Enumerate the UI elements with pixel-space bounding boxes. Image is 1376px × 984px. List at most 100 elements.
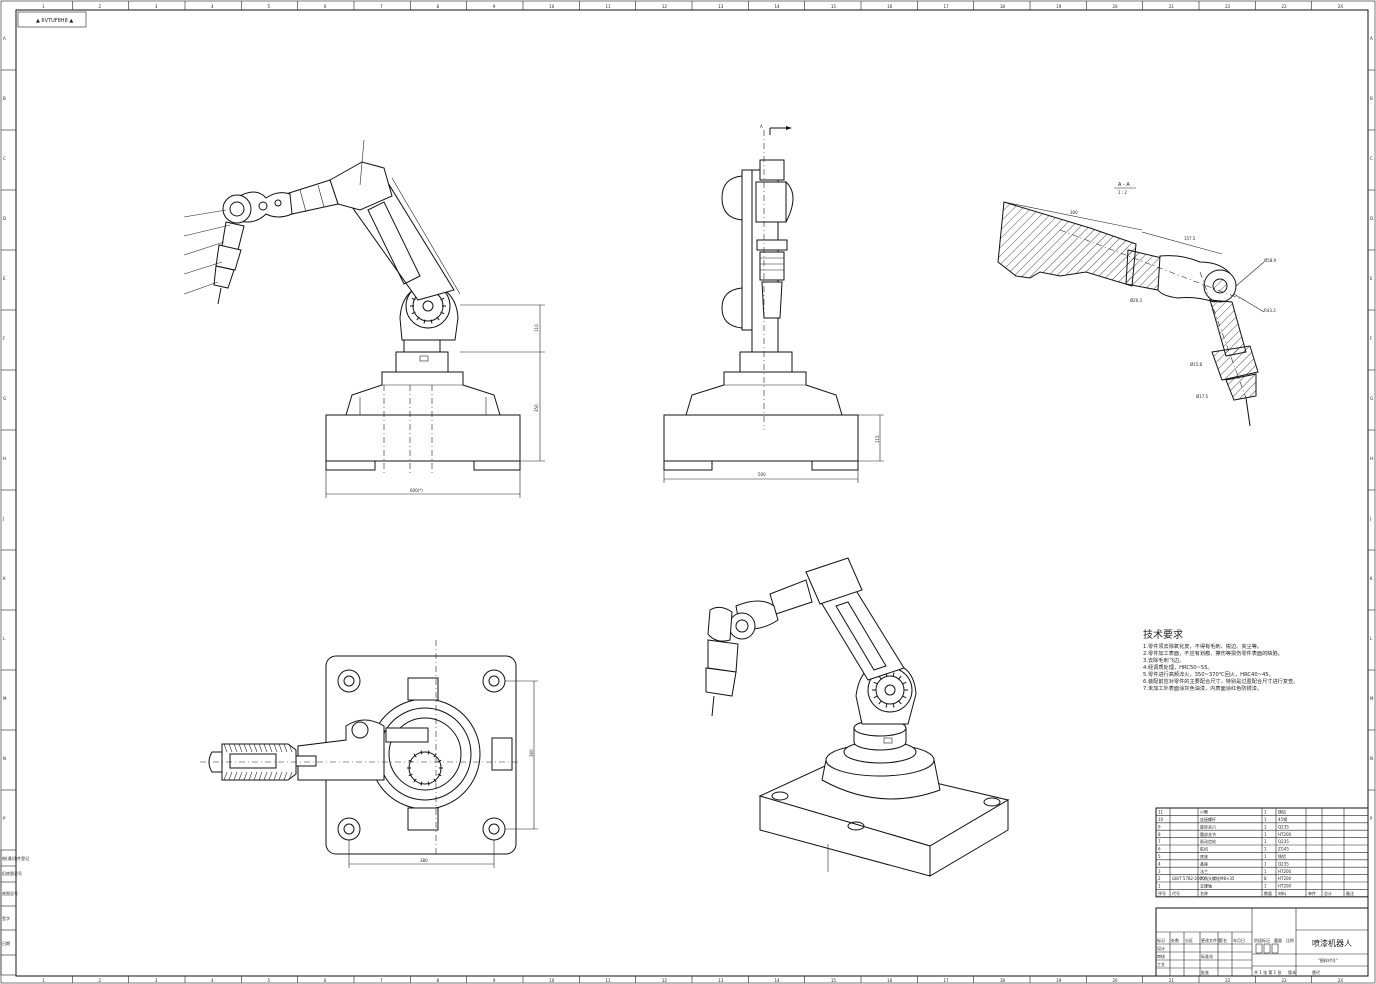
- row-letter-right: J: [1369, 516, 1371, 521]
- isometric-view: [705, 557, 1010, 877]
- bom-header-cell: 数量: [1264, 890, 1272, 896]
- corner-tag-text: ▲ 6VTUF8H8 ▲: [36, 18, 73, 24]
- front-view: 600(*) 350 110: [183, 139, 545, 498]
- bom-cell: 法兰: [1200, 868, 1208, 874]
- row-letter-right: P: [1370, 816, 1373, 821]
- view-mark-a: A: [760, 124, 763, 129]
- row-letter-left: H: [3, 456, 6, 461]
- bom-cell: 8: [1158, 832, 1161, 837]
- row-letter-right: K: [1370, 576, 1373, 581]
- bom-header-cell: 备注: [1346, 890, 1354, 896]
- tb-stage: 阶段标记: [1254, 937, 1270, 943]
- notes-line-5: 5.零件进行高频淬火，350~370℃回火，HRC40~45。: [1143, 670, 1274, 678]
- bom-cell: 1: [1264, 824, 1267, 829]
- row-letter-left: L: [3, 636, 6, 641]
- bom-header-cell: 总计: [1324, 890, 1332, 896]
- col-number-top: 23: [1282, 4, 1288, 9]
- notes-line-2: 2.零件加工表面，不应有划痕、擦伤等损伤零件表面的缺陷。: [1143, 649, 1283, 657]
- col-number-top: 10: [549, 4, 555, 9]
- bom-cell: 1: [1264, 854, 1267, 859]
- bom-cell: Q235: [1278, 861, 1289, 866]
- row-letter-left: K: [3, 576, 6, 581]
- bom-cell: 1: [1264, 869, 1267, 874]
- strip-label-4: 签字: [2, 915, 10, 921]
- title-block: 标记 处数 分区 更改文件号 签名 年月日 设计 审核 工艺 标准化 批准 阶段…: [1155, 907, 1369, 977]
- row-letter-right: D: [1370, 216, 1373, 221]
- dim-dia5: R43.3: [1264, 308, 1276, 313]
- bom-cell: 1: [1264, 861, 1267, 866]
- tb-role-approve: 批准: [1201, 969, 1209, 975]
- row-letter-right: F: [1370, 336, 1373, 341]
- notes-line-4: 4.经调质处理，HRC50~55。: [1143, 663, 1213, 671]
- bom-cell: 1: [1264, 847, 1267, 852]
- col-number-top: 17: [944, 4, 950, 9]
- technical-requirements: 技术要求 1.零件须去除氧化皮，不得有毛刺、锐边、夹尘等。 2.零件加工表面，不…: [1143, 628, 1298, 692]
- col-number-top: 24: [1338, 4, 1344, 9]
- row-letter-left: J: [2, 516, 4, 521]
- tb-role-standard: 标准化: [1201, 953, 1213, 959]
- col-number-top: 21: [1169, 4, 1175, 9]
- bom-cell: 驱动齿轮: [1200, 838, 1216, 844]
- row-letter-left: D: [3, 216, 6, 221]
- notes-line-6: 6.装配前应对零件的主要配合尺寸，特别是过盈配合尺寸进行复查。: [1143, 677, 1298, 685]
- col-number-bottom: 24: [1338, 978, 1344, 983]
- col-number-bottom: 15: [831, 978, 837, 983]
- col-number-top: 16: [887, 4, 893, 9]
- row-letter-right: L: [1370, 636, 1373, 641]
- bom-cell: 7: [1158, 839, 1161, 844]
- col-number-bottom: 6: [324, 978, 327, 983]
- bom-header-cell: 名称: [1200, 890, 1208, 896]
- col-number-bottom: 8: [437, 978, 440, 983]
- bom-header-cell: 序号: [1158, 890, 1166, 896]
- bom-cell: HT200: [1278, 832, 1292, 837]
- bom-header-cell: 单件: [1308, 890, 1316, 896]
- bom-header-cell: 代号: [1172, 890, 1180, 896]
- dim-side-width: 500: [758, 472, 766, 477]
- dim-section-len1: 300: [1070, 210, 1078, 215]
- col-number-top: 1: [42, 4, 45, 9]
- bom-cell: 1: [1264, 884, 1267, 889]
- col-number-bottom: 13: [718, 978, 724, 983]
- col-number-bottom: 1: [42, 978, 45, 983]
- left-signature-strip: 借(通)用件登记 旧底图总号 底图总号 签字 日期: [0, 849, 29, 976]
- col-number-bottom: 3: [155, 978, 158, 983]
- tb-version: 版本: [1288, 969, 1296, 975]
- bom-cell: 5: [1158, 854, 1161, 859]
- col-number-bottom: 23: [1282, 978, 1288, 983]
- column-zone-ticks: 1122334455667788991010111112121313141415…: [42, 1, 1343, 983]
- bom-cell: 小臂: [1200, 809, 1208, 815]
- bom-cell: Q235: [1278, 839, 1289, 844]
- tb-role-design: 设计: [1157, 945, 1165, 951]
- col-number-bottom: 7: [380, 978, 383, 983]
- dim-dia4: Ø17.5: [1196, 394, 1209, 399]
- bom-cell: 底座: [1200, 853, 1208, 859]
- dim-front-width: 600(*): [410, 488, 423, 493]
- bom-cell: 铸铝: [1278, 809, 1286, 815]
- bom-cell: 1: [1264, 839, 1267, 844]
- notes-line-1: 1.零件须去除氧化皮，不得有毛刺、锐边、夹尘等。: [1143, 642, 1262, 650]
- bom-cell: 1: [1264, 832, 1267, 837]
- bom-cell: GB/T 5782-2000: [1172, 876, 1205, 881]
- col-number-bottom: 2: [99, 978, 102, 983]
- notes-line-7: 7.未加工外表面涂灰色油漆，内表面涂红色防锈漆。: [1143, 684, 1262, 692]
- row-letter-left: A: [3, 36, 6, 41]
- col-number-top: 18: [1000, 4, 1006, 9]
- dim-dia1: Ø58.9: [1264, 258, 1277, 263]
- col-number-top: 2: [99, 4, 102, 9]
- tb-scale: 比例: [1286, 937, 1294, 943]
- bom-cell: 1: [1264, 810, 1267, 815]
- row-letter-left: E: [3, 276, 6, 281]
- tb-company: "图样代号": [1318, 957, 1338, 963]
- row-letter-left: M: [3, 696, 7, 701]
- bom-cell: 8: [1264, 876, 1267, 881]
- bom-cell: 腰部关节: [1200, 831, 1216, 837]
- dim-top-width: 380: [420, 858, 428, 863]
- dim-top-height: 360: [529, 749, 534, 757]
- bom-cell: 2: [1158, 876, 1161, 881]
- side-view: A 500 115: [663, 124, 884, 483]
- row-letter-right: A: [1370, 36, 1373, 41]
- col-number-bottom: 17: [944, 978, 950, 983]
- bom-cell: 六角头螺栓M8×35: [1200, 875, 1235, 881]
